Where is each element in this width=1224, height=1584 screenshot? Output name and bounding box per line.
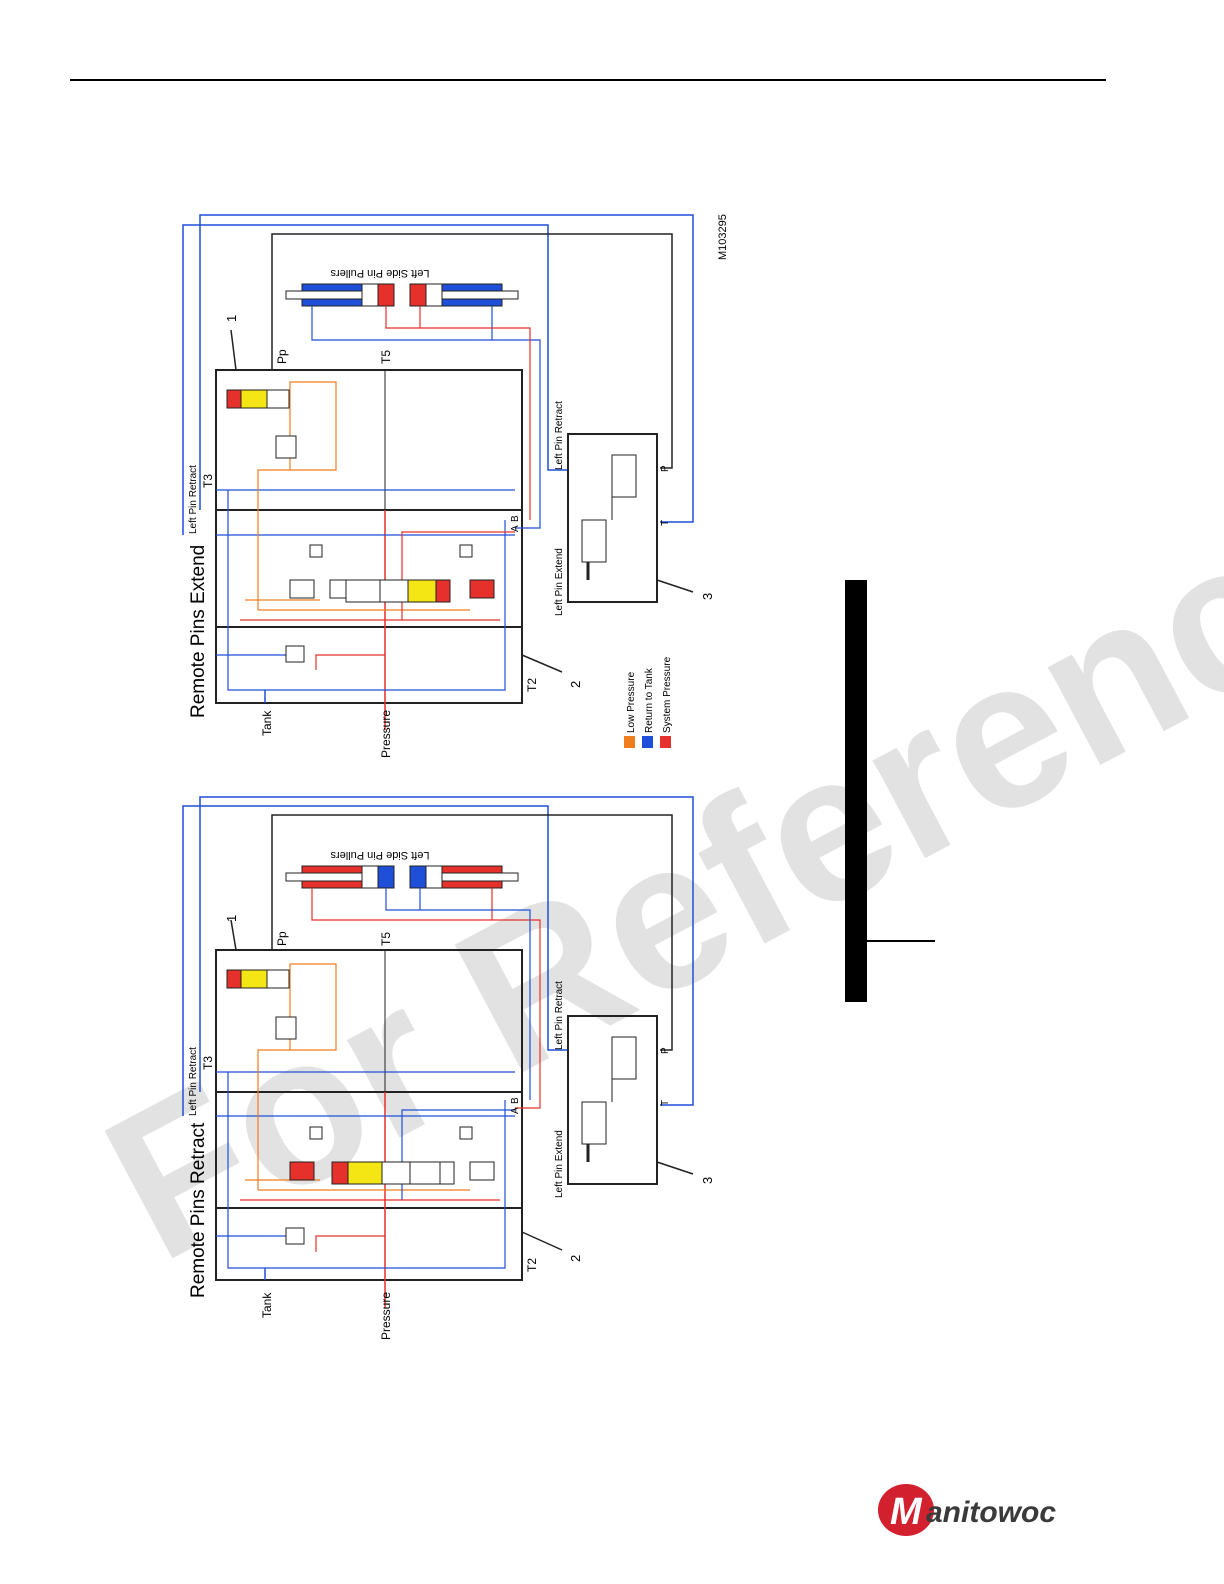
p-label-retract: P — [660, 1047, 671, 1054]
tank-label-extend: Tank — [260, 710, 274, 736]
remote-valve-box — [567, 433, 658, 603]
pp-label-extend: Pp — [275, 349, 289, 364]
p-label-extend: P — [660, 465, 671, 472]
left-pin-retract-remote-label-retract: Left Pin Retract — [554, 981, 565, 1050]
diagram-extend: Remote Pins Extend Left Side Pin Pullers… — [182, 214, 729, 758]
callout-3-extend: 3 — [700, 593, 715, 600]
callout-2-retract: 2 — [568, 1255, 583, 1262]
left-pin-extend-label-retract: Left Pin Extend — [554, 1130, 565, 1198]
b-label-retract: B — [510, 1097, 521, 1104]
left-pin-extend-label-extend: Left Pin Extend — [554, 548, 565, 616]
manitowoc-logo: M anitowoc — [878, 1484, 1056, 1536]
brand-name: anitowoc — [926, 1496, 1056, 1529]
a-label-extend: A — [510, 525, 521, 532]
diagram-title-extend: Remote Pins Extend — [188, 545, 209, 718]
tank-label-retract: Tank — [260, 1292, 274, 1318]
svg-text:M: M — [890, 1491, 923, 1533]
left-pin-retract-label-extend: Left Pin Retract — [188, 465, 199, 534]
callout-2-extend: 2 — [568, 681, 583, 688]
cylinder-label-retract: Left Side Pin Pullers — [330, 849, 430, 861]
cylinder-label-extend: Left Side Pin Pullers — [330, 267, 430, 279]
a-label-retract: A — [510, 1107, 521, 1114]
callout-3-retract: 3 — [700, 1177, 715, 1184]
left-pin-retract-remote-label-extend: Left Pin Retract — [554, 401, 565, 470]
pressure-label-retract: Pressure — [379, 1292, 393, 1340]
side-marker-tick — [867, 940, 935, 942]
t5-label-extend: T5 — [379, 350, 393, 364]
diagram-title-retract: Remote Pins Retract — [188, 1122, 209, 1298]
left-pin-retract-label-retract: Left Pin Retract — [188, 1047, 199, 1116]
header-rule — [70, 79, 1106, 81]
legend-system-pressure: System Pressure — [662, 656, 673, 733]
legend-return-to-tank: Return to Tank — [644, 667, 655, 733]
callout-1-retract: 1 — [224, 915, 239, 922]
t3-label-extend: T3 — [201, 474, 215, 488]
callout-1-extend: 1 — [224, 315, 239, 322]
figure-id: M103295 — [717, 214, 729, 260]
b-label-extend: B — [510, 515, 521, 522]
t2-label-retract: T2 — [525, 1258, 539, 1272]
legend-low-pressure: Low Pressure — [626, 671, 637, 733]
diagram-retract: Remote Pins Retract Left Side Pin Puller… — [182, 796, 715, 1340]
t-label-retract: T — [660, 1100, 671, 1106]
t2-label-extend: T2 — [525, 678, 539, 692]
t3-label-retract: T3 — [201, 1056, 215, 1070]
pressure-label-extend: Pressure — [379, 710, 393, 758]
valve-block-1 — [215, 369, 523, 704]
side-marker-bar — [845, 580, 867, 1002]
valve-block-2 — [215, 949, 523, 1281]
pp-label-retract: Pp — [275, 931, 289, 946]
t5-label-retract: T5 — [379, 932, 393, 946]
t-label-extend: T — [660, 520, 671, 526]
